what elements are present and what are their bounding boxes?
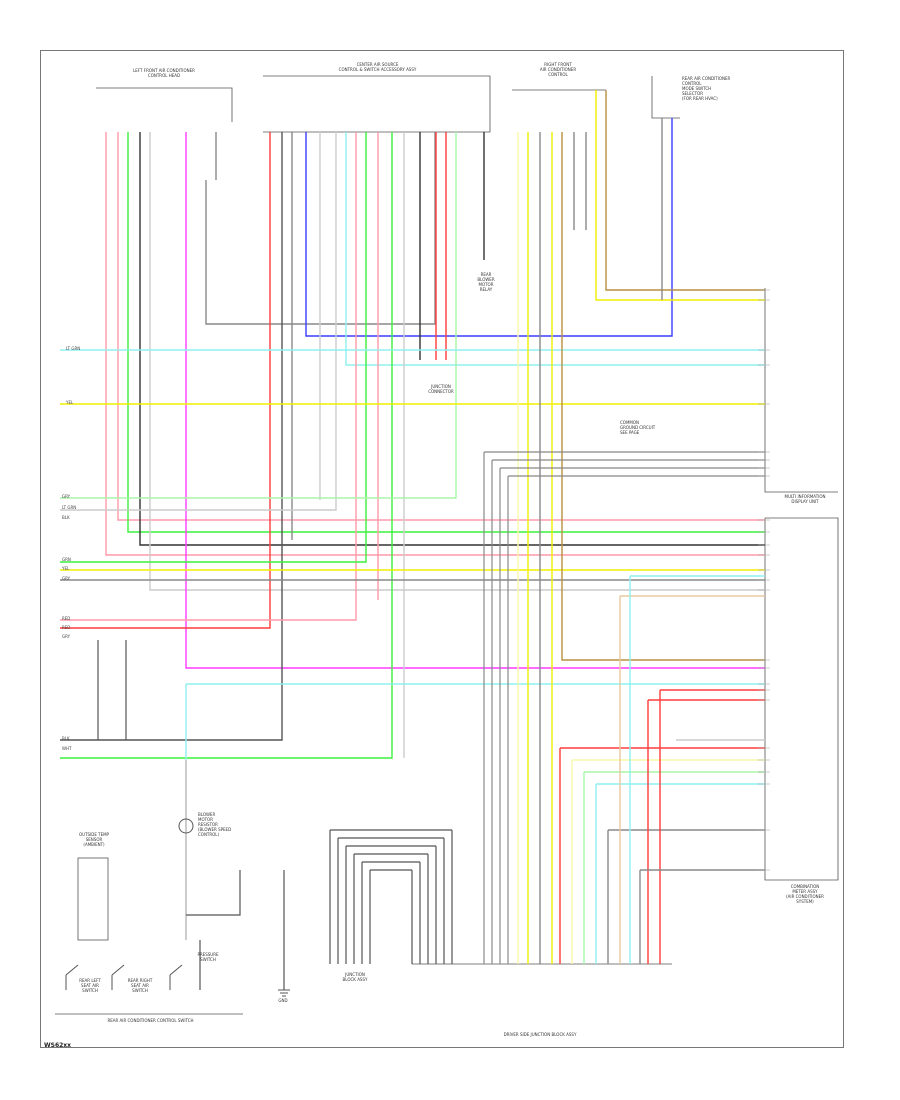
wire-blue — [305, 118, 673, 337]
wire-label: BLK — [62, 736, 70, 741]
junction-bundle — [329, 829, 453, 964]
ground-symbol — [278, 989, 290, 997]
wire-yellow — [595, 90, 765, 301]
wire-tan — [619, 595, 765, 964]
wire-label: GRY — [62, 494, 71, 499]
wire-red — [659, 689, 765, 964]
gray-bundle — [483, 451, 765, 964]
center-hvac-label: CENTER AIR SOURCE CONTROL & SWITCH ACCES… — [338, 62, 417, 72]
combination-meter-label: COMBINATION METER ASSY (AIR CONDITIONER … — [786, 884, 824, 904]
wire-gray — [607, 829, 765, 964]
left-front-hvac-label: LEFT FRONT AIR CONDITIONER CONTROL HEAD — [133, 68, 195, 78]
wire-pink — [60, 132, 357, 621]
wire-gray — [60, 132, 283, 741]
wire-white — [149, 132, 765, 591]
wire-pink — [105, 132, 765, 556]
wire-label: LT GRN — [66, 346, 81, 351]
wire-label: WHT — [62, 746, 72, 751]
junction-connector-label: JUNCTION CONNECTOR — [428, 384, 454, 394]
wire-label: LT GRN — [62, 505, 77, 510]
wire-ltgreen — [60, 132, 457, 499]
multiplex-unit-label: DRIVER SIDE JUNCTION BLOCK ASSY — [503, 1032, 577, 1037]
wire-label: GRY — [62, 576, 71, 581]
page-reference: WS62xx — [44, 1042, 72, 1049]
right-hvac-wires — [517, 90, 765, 964]
ambient-sensor-label: OUTSIDE TEMP SENSOR (AMBIENT) — [79, 832, 109, 847]
bus-wires — [60, 349, 765, 760]
wire-label: RED — [62, 616, 71, 621]
mode-motor-label: REAR AIR CONDITIONER CONTROL MODE SWITCH… — [682, 76, 731, 101]
wire-label: YEL — [66, 400, 74, 405]
wire-brown — [605, 90, 765, 291]
right-front-hvac-label: RIGHT FRONT AIR CONDITIONER CONTROL — [539, 62, 577, 77]
wire-gray — [639, 869, 765, 964]
sensor-symbol — [178, 818, 194, 834]
rear-right-switch-label: REAR RIGHT SEAT AIR SWITCH — [127, 978, 153, 993]
wire-brown — [561, 132, 765, 661]
wire-green — [60, 132, 393, 759]
rear-left-switch-label: REAR LEFT SEAT AIR SWITCH — [79, 978, 101, 993]
multi-display-label: MULTI INFORMATION DISPLAY UNIT — [784, 494, 826, 504]
blower-relay-label: REAR BLOWER MOTOR RELAY — [477, 272, 495, 292]
wire-label: GRY — [62, 634, 71, 639]
wire-white — [60, 132, 337, 511]
meter-wires — [559, 575, 765, 964]
wire-green — [60, 132, 367, 563]
switch-symbols — [65, 964, 183, 990]
wire-pink — [117, 132, 765, 521]
wire-cyan — [595, 783, 765, 964]
center-hvac-wires — [60, 118, 765, 759]
wire-cyan — [629, 575, 765, 964]
wire-magenta — [185, 132, 765, 669]
pressure-switch-label: PRESSURE SWITCH — [197, 952, 219, 962]
wire-label: YEL — [62, 566, 70, 571]
wire-red — [647, 699, 765, 964]
wire-cyan — [345, 132, 765, 366]
wire-ltgreen — [583, 771, 765, 964]
blower-motor-label: BLOWER MOTOR RESISTOR (BLOWER SPEED CONT… — [198, 812, 232, 837]
wire-ltyellow — [571, 759, 765, 964]
wire-black — [139, 132, 765, 546]
wire-label: GRN — [62, 557, 71, 562]
component-outlines — [55, 75, 839, 1015]
ground-label: GND — [278, 998, 288, 1003]
connector-pins — [758, 289, 770, 871]
junction-block-label: JUNCTION BLOCK ASSY — [342, 972, 368, 982]
wire-red — [559, 747, 765, 964]
diagram-border — [40, 50, 844, 1048]
lower-left-wires — [97, 640, 285, 990]
wire-label: BLK — [62, 515, 70, 520]
wire-label: RED — [62, 625, 71, 630]
wire-red — [60, 132, 271, 629]
rear-control-label: REAR AIR CONDITIONER CONTROL SWITCH — [107, 1018, 194, 1023]
ground-note-label: COMMON GROUND CIRCUIT SEE PAGE — [620, 420, 656, 435]
